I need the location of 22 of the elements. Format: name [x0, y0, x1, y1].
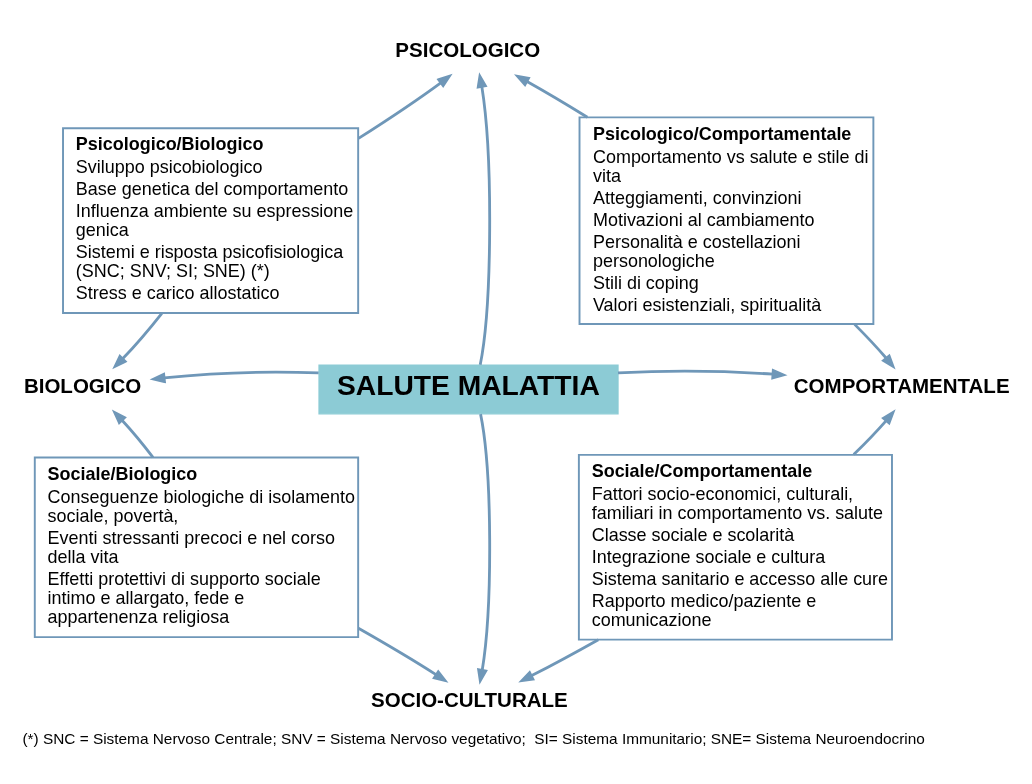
node-box: Sociale/Comportamentale Fattori socio-economici, culturali, familiari in comportamento vs. salute Classe sociale e scolarità Integrazione sociale e cultura Sistema sanitario e accesso alle cure Rapporto medico/paziente e comunicazione — [577, 453, 893, 641]
arrow — [853, 323, 896, 370]
arrow — [518, 638, 599, 683]
node-text: COMPORTAMENTALE — [793, 374, 1010, 398]
arrow — [514, 74, 589, 119]
arrow — [111, 409, 155, 459]
arrow — [476, 72, 492, 366]
node-text: SOCIO-CULTURALE — [371, 688, 568, 712]
node-box: Psicologico/Biologico Sviluppo psicobiologico Base genetica del comportamento Influenza ambiente su espressione genica Sistemi e risposta psicofisiologica (SNC; SNV; SI; SNE) (*) Stress e carico allostatico — [62, 127, 360, 315]
node-text: BIOLOGICO — [23, 374, 142, 398]
arrow — [357, 73, 453, 140]
node-box: Sociale/Biologico Conseguenze biologiche di isolamento sociale, povertà, Eventi stressanti precoci e nel corso della vita Effetti protettivi di supporto sociale intimo e allargato, fede e appartenenza religiosa — [33, 456, 360, 639]
node-text: PSICOLOGICO — [395, 37, 541, 61]
arrow — [149, 370, 319, 384]
arrow — [476, 413, 492, 685]
node-box: Psicologico/Comportamentale Comportamento vs salute e stile di vita Atteggiamenti, convinzioni Motivazioni al cambiamento Personalità e costellazioni personologiche Stili di coping Valori esistenziali, spiritualità — [578, 116, 875, 325]
node-box: SALUTE MALATTIA — [318, 364, 619, 415]
arrow — [112, 312, 163, 370]
arrow — [617, 368, 788, 380]
arrow — [852, 409, 896, 456]
arrow — [357, 627, 449, 683]
caption: (*) SNC = Sistema Nervoso Centrale; SNV = Sistema Nervoso vegetativo; SI= Sistema Immunitario; SNE= Sistema Neuroendocrino — [22, 730, 925, 748]
